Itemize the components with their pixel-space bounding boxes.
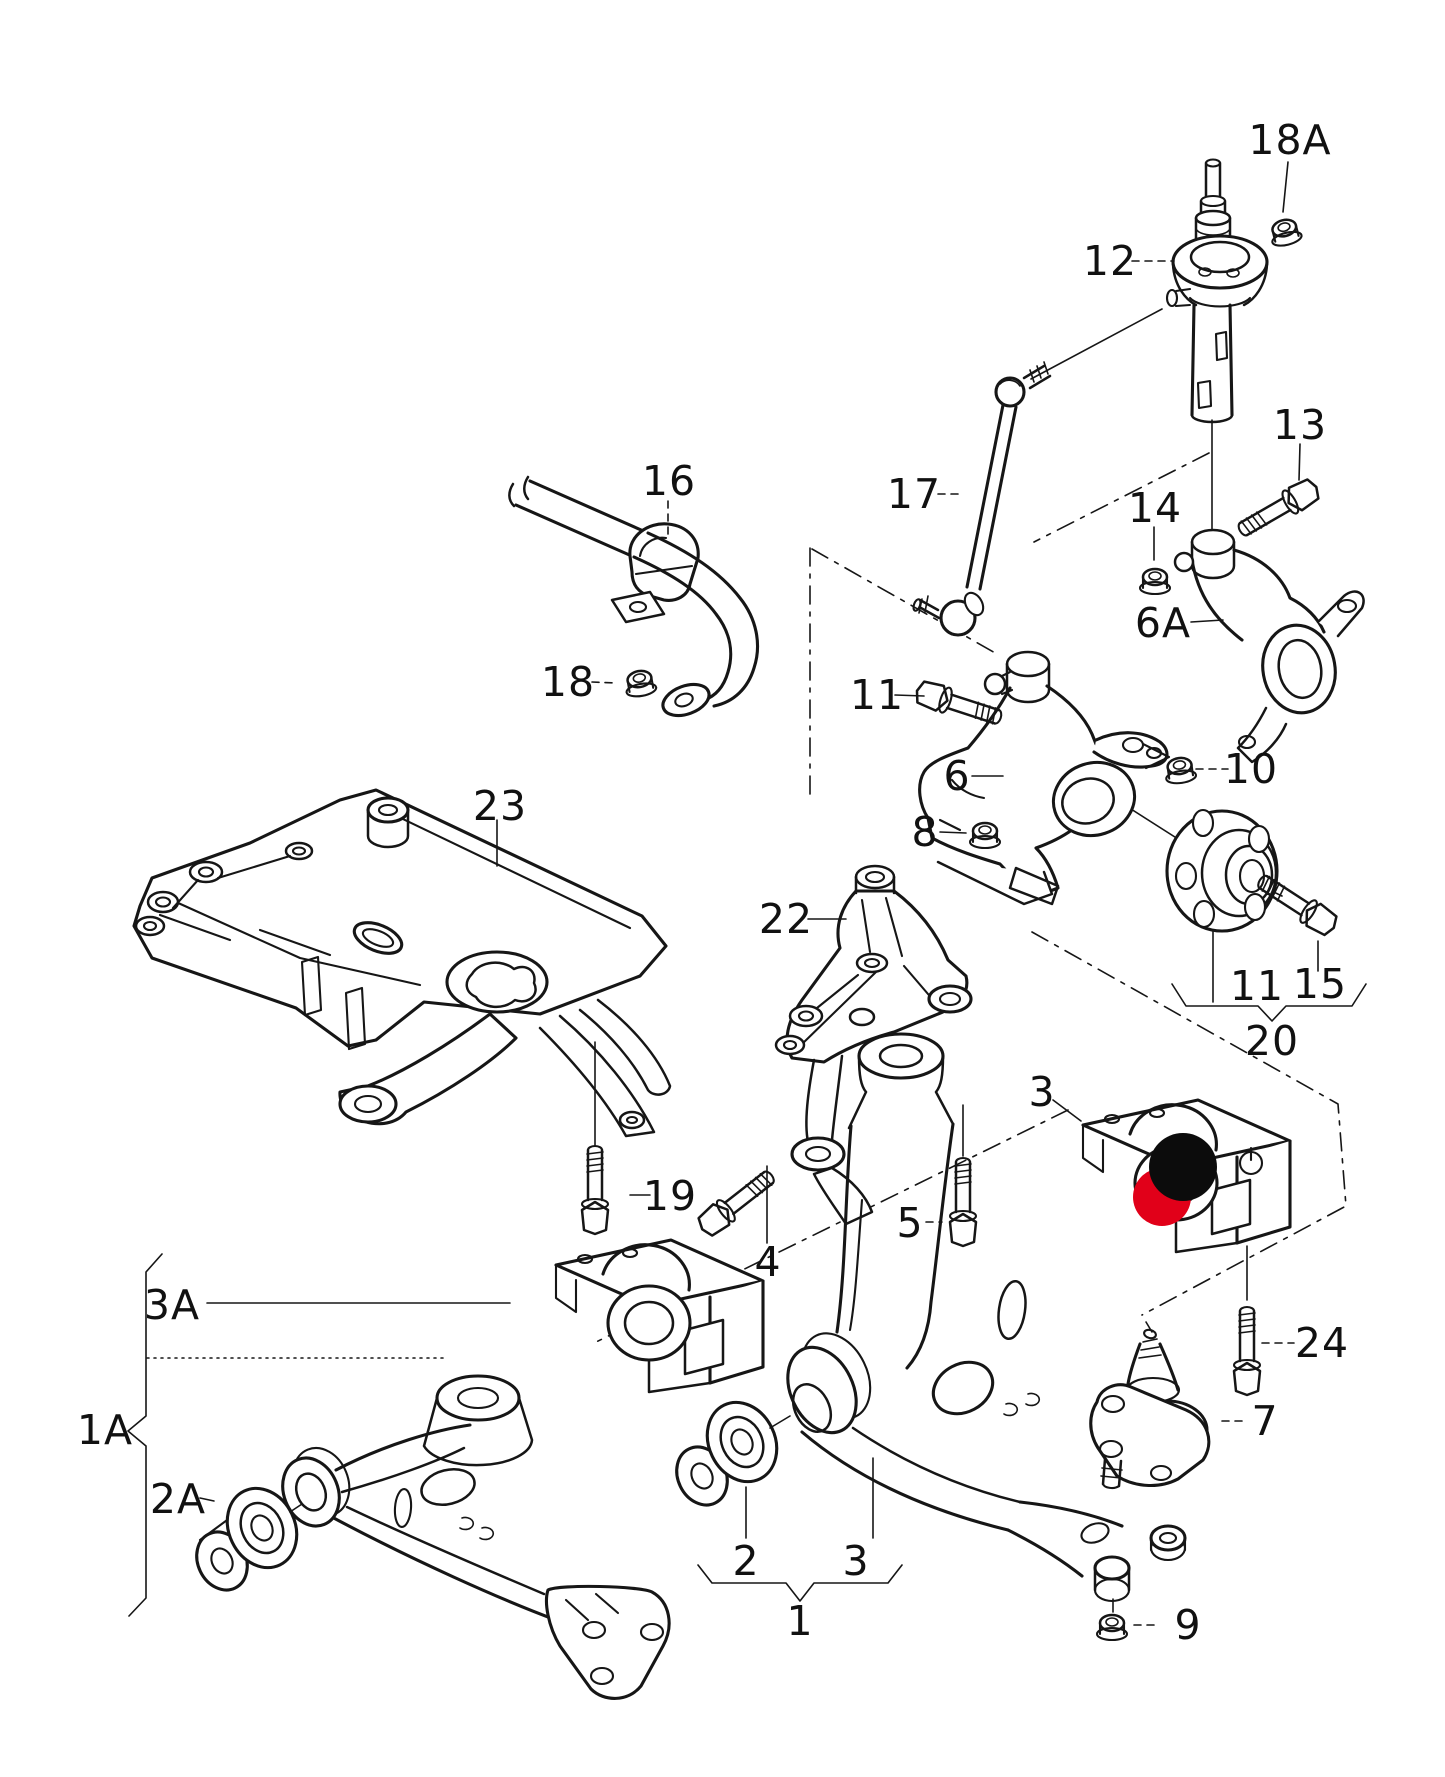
callout-11-lower[interactable]: 11	[1230, 962, 1284, 1010]
callout-13[interactable]: 13	[1273, 401, 1327, 449]
callouts: 18A 12 13 14 6A 16 17 18 11 6 8 10 23 22…	[77, 116, 1349, 1649]
callout-14[interactable]: 14	[1128, 484, 1182, 532]
suspension-strut	[1165, 158, 1269, 424]
subframe	[132, 788, 672, 1138]
callout-22[interactable]: 22	[759, 895, 813, 943]
bushing-bracket-3a	[554, 1238, 765, 1394]
callout-23[interactable]: 23	[473, 782, 527, 830]
stabilizer-link	[912, 361, 1052, 637]
subframe-console-bracket	[774, 864, 973, 1226]
callout-6a[interactable]: 6A	[1135, 599, 1191, 647]
callout-2a[interactable]: 2A	[150, 1475, 206, 1523]
bolt-24	[1232, 1305, 1262, 1397]
callout-9[interactable]: 9	[1174, 1601, 1201, 1649]
construction-lines	[591, 308, 1347, 1613]
wheel-bearing-housing-right	[1173, 528, 1365, 764]
bolt-19	[580, 1144, 610, 1236]
callout-1a[interactable]: 1A	[77, 1406, 133, 1454]
nut-10	[1162, 754, 1199, 787]
callout-6[interactable]: 6	[943, 752, 970, 800]
callout-20[interactable]: 20	[1245, 1017, 1299, 1065]
wheel-bearing-housing-left	[918, 650, 1169, 906]
callout-4[interactable]: 4	[754, 1238, 781, 1286]
bushing-2	[675, 1400, 791, 1507]
callout-24[interactable]: 24	[1295, 1319, 1349, 1367]
ball-joint	[1089, 1328, 1211, 1490]
stabilizer-bar	[508, 475, 760, 718]
callout-2[interactable]: 2	[732, 1537, 759, 1585]
callout-3a[interactable]: 3A	[144, 1281, 200, 1329]
arrow-to-nut-10	[1141, 742, 1171, 770]
nut-14	[1138, 567, 1172, 596]
control-arm-left	[281, 1374, 671, 1700]
bolt-5	[948, 1156, 978, 1248]
callout-16[interactable]: 16	[642, 457, 696, 505]
callout-11-upper[interactable]: 11	[850, 671, 904, 719]
nut-9	[1095, 1613, 1129, 1642]
callout-1[interactable]: 1	[786, 1597, 813, 1645]
leader-lines	[146, 161, 1301, 1626]
callout-19[interactable]: 19	[643, 1172, 697, 1220]
callout-10[interactable]: 10	[1224, 745, 1278, 793]
callout-12[interactable]: 12	[1083, 237, 1137, 285]
wheel-hub	[1165, 808, 1279, 933]
stabilizer-nut-18	[622, 667, 659, 700]
highlight-marker-black[interactable]	[1149, 1133, 1217, 1201]
callout-15[interactable]: 15	[1293, 960, 1347, 1008]
callout-8[interactable]: 8	[911, 808, 938, 856]
callout-3-lower[interactable]: 3	[842, 1537, 869, 1585]
callout-7[interactable]: 7	[1251, 1397, 1278, 1445]
group-braces	[127, 983, 1367, 1617]
callout-18[interactable]: 18	[541, 658, 595, 706]
callout-18a[interactable]: 18A	[1248, 116, 1331, 164]
bolt-13	[1232, 474, 1325, 544]
bushing-2a	[195, 1486, 303, 1592]
control-arm-right	[786, 1032, 1187, 1603]
callout-3-upper[interactable]: 3	[1028, 1068, 1055, 1116]
callout-17[interactable]: 17	[887, 470, 941, 518]
callout-5[interactable]: 5	[896, 1199, 923, 1247]
strut-top-nut-18a	[1266, 215, 1305, 250]
